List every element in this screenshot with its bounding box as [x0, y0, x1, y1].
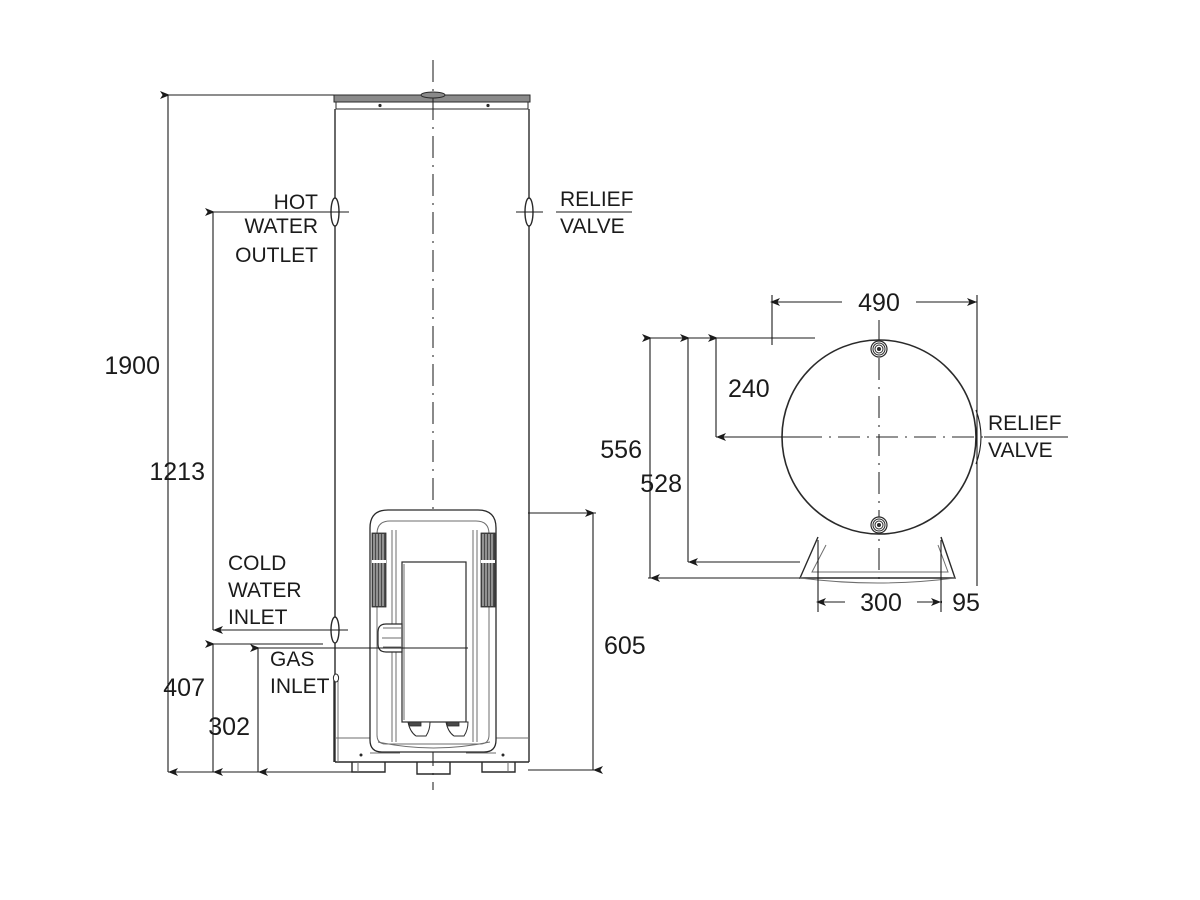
dim-label-95: 95: [952, 589, 980, 617]
callout-gas-inlet-line2: INLET: [270, 675, 330, 698]
callout-gas-inlet: GAS INLET: [258, 647, 468, 698]
top-view-dimensions: 490 556 528 240: [600, 286, 990, 618]
dim-label-1900: 1900: [104, 352, 160, 380]
relief-valve-port-top: [870, 340, 888, 358]
dim-burner-height-605: 605: [528, 509, 646, 774]
gas-inlet-pipe: [332, 673, 340, 762]
dim-gas-inlet-407: 407: [163, 640, 323, 776]
lower-port-top: [870, 516, 888, 534]
dim-label-605: 605: [604, 632, 646, 660]
tank-feet: [351, 762, 516, 775]
hot-water-outlet-port: [322, 197, 349, 227]
dim-label-556: 556: [600, 436, 642, 464]
front-view-dimensions: 1900 1213 407 302: [104, 91, 646, 776]
callout-relief-valve-top-line2: VALVE: [988, 439, 1053, 462]
top-view-group: [762, 320, 1000, 600]
dim-label-528: 528: [640, 470, 682, 498]
callout-gas-inlet-line1: GAS: [270, 648, 314, 671]
callout-hot-water-outlet-line1: HOT: [274, 191, 319, 214]
callout-cold-water-inlet-line2: WATER: [228, 579, 302, 602]
callout-hot-water-outlet-line2: WATER: [245, 215, 319, 238]
burner-control-housing: [369, 509, 497, 753]
front-view-callouts: HOT WATER OUTLET RELIEF VALVE COLD WATER…: [228, 188, 634, 698]
callout-hot-water-outlet: HOT WATER OUTLET: [235, 191, 318, 267]
dim-label-302: 302: [208, 713, 250, 741]
dim-label-490: 490: [858, 289, 900, 317]
dim-port-offset-240: 240: [708, 334, 800, 441]
dim-overall-depth-556: 556: [600, 334, 815, 582]
dim-bracket-edge-offset-95: 95: [939, 437, 990, 618]
callout-relief-valve-top-line1: RELIEF: [988, 412, 1062, 435]
dim-overall-height-1900: 1900: [104, 91, 352, 776]
callout-cold-water-inlet: COLD WATER INLET: [228, 552, 302, 629]
dim-bracket-depth-528: 528: [640, 334, 800, 566]
dim-label-240: 240: [728, 375, 770, 403]
dim-label-1213: 1213: [149, 458, 205, 486]
dim-cold-inlet-1213: 1213: [149, 208, 323, 634]
cold-water-inlet-port: [323, 616, 348, 644]
callout-hot-water-outlet-line3: OUTLET: [235, 244, 318, 267]
relief-valve-port-front: [516, 197, 543, 227]
front-view-group: [322, 60, 543, 790]
dim-bracket-width-300: 300: [816, 540, 942, 618]
gas-control-knob: [377, 623, 403, 653]
dim-tank-diameter-490: 490: [770, 286, 978, 437]
callout-relief-valve-front: RELIEF VALVE: [556, 188, 634, 238]
tank-top-cap: [333, 91, 531, 110]
callout-relief-valve-front-line1: RELIEF: [560, 188, 634, 211]
callout-relief-valve-front-line2: VALVE: [560, 215, 625, 238]
callout-cold-water-inlet-line1: COLD: [228, 552, 286, 575]
dim-label-407: 407: [163, 674, 205, 702]
dim-label-300: 300: [860, 589, 902, 617]
callout-cold-water-inlet-line3: INLET: [228, 606, 288, 629]
wall-bracket: [798, 536, 956, 584]
callout-relief-valve-top: RELIEF VALVE: [975, 409, 1068, 465]
